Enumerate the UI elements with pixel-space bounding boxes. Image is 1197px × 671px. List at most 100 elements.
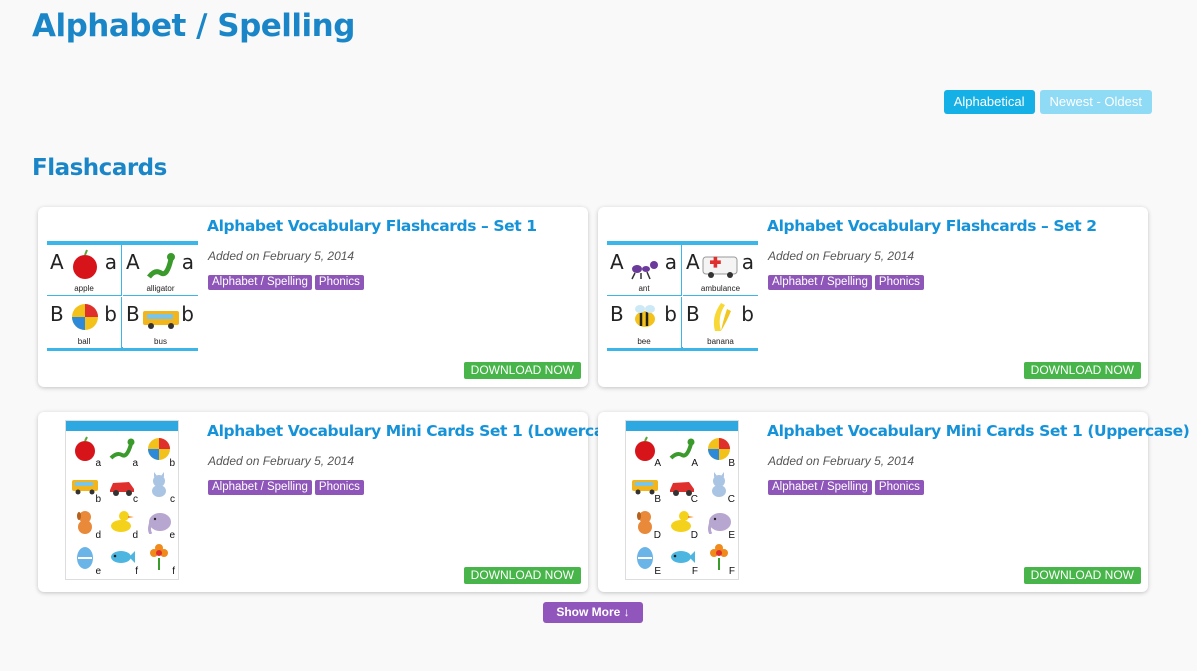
cat-icon (712, 472, 726, 497)
sort-alphabetical-button[interactable]: Alphabetical (943, 90, 1035, 114)
fish-icon (671, 551, 695, 563)
thumb-big-letter: B (610, 302, 624, 326)
thumb-cell: B b bee (607, 297, 682, 348)
elephant-icon (148, 513, 171, 534)
ant-icon (631, 261, 658, 280)
thumb-word: apple (74, 284, 94, 293)
card-tags: Alphabet / Spelling Phonics (208, 480, 364, 495)
mini-card-cell: D (665, 506, 701, 542)
apple-icon (635, 436, 655, 461)
thumb-small-letter: b (181, 302, 194, 326)
mini-card-letter: e (95, 566, 101, 577)
thumb-cell: A a ambulance (683, 245, 758, 296)
sort-bar: Alphabetical Newest - Oldest (943, 90, 1152, 114)
thumb-word: ball (77, 337, 91, 346)
flower-icon (150, 544, 168, 570)
thumb-cell: B b banana (683, 297, 758, 348)
thumb-big-letter: A (50, 250, 64, 274)
mini-card-cell: f (142, 542, 178, 578)
card-date: Added on February 5, 2014 (768, 454, 915, 468)
mini-card-cell: B (702, 434, 738, 470)
thumb-cell: A a ant (607, 245, 682, 296)
mini-card-letter: c (133, 494, 138, 505)
mini-card-letter: E (728, 530, 735, 541)
download-now-button[interactable]: DOWNLOAD NOW (1023, 362, 1141, 379)
mini-card-letter: a (132, 458, 138, 469)
dog-icon (77, 511, 92, 534)
ball-icon (148, 438, 170, 460)
mini-card-cell: d (68, 506, 104, 542)
tag-phonics[interactable]: Phonics (314, 275, 364, 290)
flashcard-thumbnail[interactable]: A a apple A a alligator B b ball B b (47, 241, 198, 351)
thumb-cell: A a alligator (123, 245, 198, 296)
egg-icon (77, 547, 93, 569)
alligator-icon (669, 438, 695, 460)
mini-card-letter: B (654, 494, 661, 505)
egg-icon (637, 547, 653, 569)
tag-phonics[interactable]: Phonics (874, 275, 924, 290)
apple-icon (75, 436, 95, 461)
card-tags: Alphabet / Spelling Phonics (768, 480, 924, 495)
bee-icon (635, 305, 655, 327)
thumb-header-bar (66, 421, 178, 431)
show-more-button[interactable]: Show More ↓ (543, 602, 643, 623)
thumb-big-letter: B (50, 302, 64, 326)
thumb-big-letter: A (126, 250, 140, 274)
card-title-link[interactable]: Alphabet Vocabulary Mini Cards Set 1 (Up… (767, 422, 1190, 440)
thumb-header-bar (626, 421, 738, 431)
card-tags: Alphabet / Spelling Phonics (768, 275, 924, 290)
tag-alphabet-spelling[interactable]: Alphabet / Spelling (768, 275, 872, 290)
mini-card-letter: B (728, 458, 735, 469)
download-now-button[interactable]: DOWNLOAD NOW (463, 567, 581, 584)
mini-card-cell: B (628, 470, 664, 506)
thumb-word: ambulance (700, 284, 741, 293)
mini-card-letter: A (691, 458, 698, 469)
mini-card-letter: A (654, 458, 661, 469)
mini-card-letter: F (728, 566, 735, 577)
resource-card: A a apple A a alligator B b ball B b (38, 207, 588, 387)
card-date: Added on February 5, 2014 (208, 249, 355, 263)
car-icon (110, 482, 134, 496)
resource-card: A a ant A a ambulance B b bee B b (598, 207, 1148, 387)
mini-card-cell: F (665, 542, 701, 578)
thumb-word: bee (637, 337, 651, 346)
thumb-big-letter: B (686, 302, 700, 326)
download-now-button[interactable]: DOWNLOAD NOW (463, 362, 581, 379)
sort-newest-button[interactable]: Newest - Oldest (1039, 90, 1152, 114)
card-tags: Alphabet / Spelling Phonics (208, 275, 364, 290)
flashcard-thumbnail[interactable]: A a ant A a ambulance B b bee B b (607, 241, 758, 351)
mini-card-cell: E (702, 506, 738, 542)
tag-phonics[interactable]: Phonics (874, 480, 924, 495)
card-date: Added on February 5, 2014 (768, 249, 915, 263)
tag-phonics[interactable]: Phonics (314, 480, 364, 495)
thumb-small-letter: a (741, 250, 754, 274)
mini-card-cell: a (68, 434, 104, 470)
mini-card-cell: c (105, 470, 141, 506)
tag-alphabet-spelling[interactable]: Alphabet / Spelling (208, 480, 312, 495)
download-now-button[interactable]: DOWNLOAD NOW (1023, 567, 1141, 584)
card-title-link[interactable]: Alphabet Vocabulary Flashcards – Set 2 (767, 217, 1097, 235)
ambulance-icon (702, 256, 738, 278)
bus-icon (72, 480, 98, 495)
mini-card-letter: e (169, 530, 175, 541)
thumb-big-letter: A (686, 250, 700, 274)
mini-card-cell: f (105, 542, 141, 578)
section-title: Flashcards (32, 155, 167, 181)
card-title-link[interactable]: Alphabet Vocabulary Flashcards – Set 1 (207, 217, 537, 235)
car-icon (670, 482, 694, 496)
thumb-cell: B b ball (47, 297, 122, 348)
banana-icon (713, 303, 731, 331)
mini-card-letter: d (95, 530, 101, 541)
thumb-word: banana (707, 337, 734, 346)
thumb-small-letter: a (181, 250, 194, 274)
mini-card-letter: F (691, 566, 698, 577)
apple-icon (73, 249, 97, 279)
tag-alphabet-spelling[interactable]: Alphabet / Spelling (768, 480, 872, 495)
card-title-link[interactable]: Alphabet Vocabulary Mini Cards Set 1 (Lo… (207, 422, 630, 440)
mini-card-cell: A (665, 434, 701, 470)
mini-card-cell: C (665, 470, 701, 506)
tag-alphabet-spelling[interactable]: Alphabet / Spelling (208, 275, 312, 290)
